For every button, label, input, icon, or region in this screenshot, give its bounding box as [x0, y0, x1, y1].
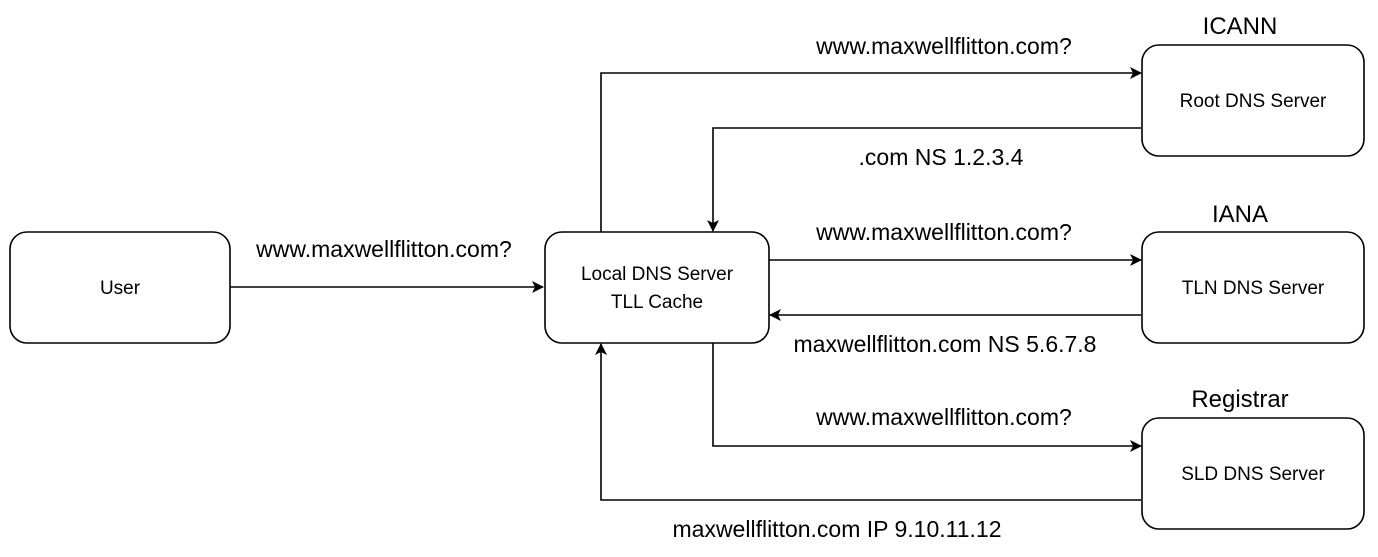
edge-local-to-root [600, 67, 1142, 232]
edge-label-sld-response: maxwellflitton.com IP 9.10.11.12 [673, 516, 1002, 542]
node-user-label: User [100, 278, 141, 299]
org-label-icann: ICANN [1203, 13, 1278, 40]
node-sld-dns-server [1141, 417, 1365, 530]
edge-label-tln-query: www.maxwellflitton.com? [815, 219, 1072, 245]
org-label-iana: IANA [1212, 201, 1268, 228]
node-local-label-line1: Local DNS Server [581, 264, 734, 285]
edge-label-root-response: .com NS 1.2.3.4 [859, 144, 1024, 170]
node-tln-dns-server [1141, 231, 1365, 344]
edge-label-tln-response: maxwellflitton.com NS 5.6.7.8 [794, 331, 1097, 357]
node-local-dns-server [544, 231, 770, 344]
node-tln-label: TLN DNS Server [1182, 278, 1325, 299]
edge-sld-to-local [595, 343, 1141, 501]
node-root-label: Root DNS Server [1180, 91, 1327, 112]
edge-label-root-query: www.maxwellflitton.com? [815, 33, 1072, 59]
node-local-label-line2: TLL Cache [611, 292, 703, 313]
edge-root-to-local [707, 127, 1141, 232]
node-user [9, 231, 231, 344]
edge-local-to-sld [712, 343, 1142, 452]
node-root-dns-server [1141, 44, 1365, 157]
edge-label-user-query: www.maxwellflitton.com? [255, 236, 512, 262]
org-label-registrar: Registrar [1191, 386, 1288, 413]
edge-label-sld-query: www.maxwellflitton.com? [815, 404, 1072, 430]
node-sld-label: SLD DNS Server [1181, 464, 1325, 485]
